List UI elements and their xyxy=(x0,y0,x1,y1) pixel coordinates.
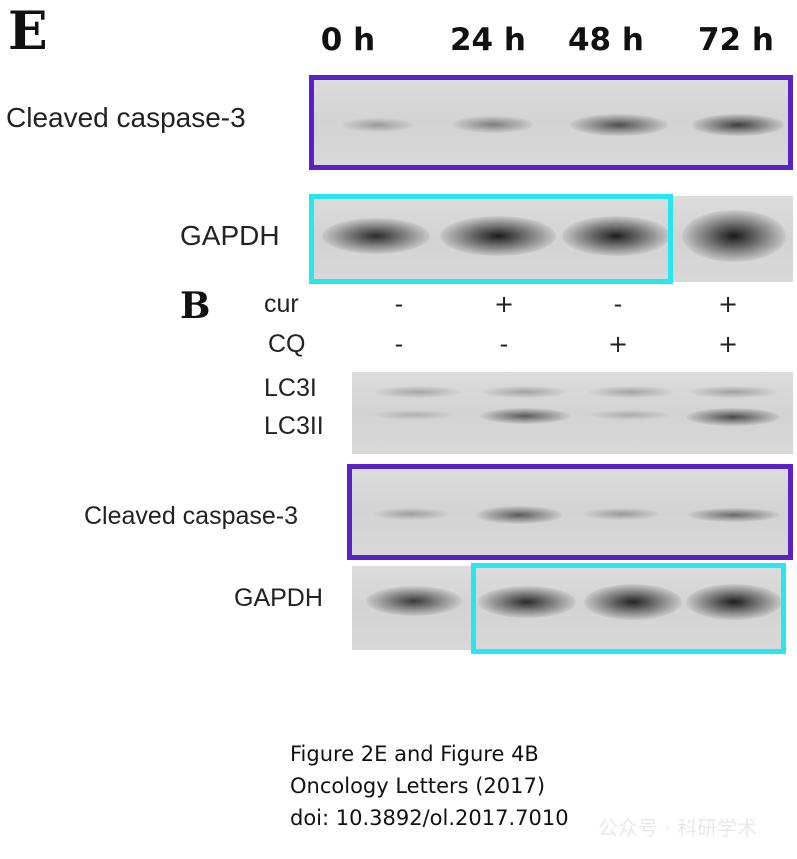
band xyxy=(366,586,462,616)
band xyxy=(692,114,784,136)
cur-sign-lane-2: + xyxy=(493,290,515,318)
cq-sign-lane-2: - xyxy=(499,330,509,358)
band xyxy=(570,114,668,136)
band xyxy=(322,218,430,254)
lane-label-0h: 0 h xyxy=(320,22,376,58)
row-label-gapdh-b: GAPDH xyxy=(234,584,323,612)
highlight-box-cyan-b xyxy=(471,563,786,654)
highlight-box-cyan xyxy=(309,194,673,284)
row-label-cleaved-caspase-3: Cleaved caspase-3 xyxy=(6,102,246,133)
blot-e-caspase xyxy=(312,78,790,166)
blot-b-caspase xyxy=(352,468,790,556)
band xyxy=(440,216,556,256)
band xyxy=(482,386,568,398)
cq-sign-lane-1: - xyxy=(394,330,404,358)
band xyxy=(374,508,448,520)
caption-line-3: doi: 10.3892/ol.2017.7010 xyxy=(290,806,569,830)
cq-sign-lane-3: + xyxy=(607,330,629,358)
caption: Figure 2E and Figure 4B Oncology Letters… xyxy=(290,738,569,834)
blot-e-gapdh xyxy=(312,196,793,282)
cur-sign-lane-3: - xyxy=(613,290,623,318)
band xyxy=(342,118,414,132)
band xyxy=(374,386,462,398)
lane-label-48h: 48 h xyxy=(567,22,644,58)
row-label-cur: cur xyxy=(264,290,299,318)
band xyxy=(584,508,660,520)
watermark: 公众号 · 科研学术 xyxy=(598,816,758,840)
band xyxy=(590,410,670,420)
band xyxy=(374,410,454,420)
highlight-box-purple xyxy=(309,75,793,170)
band xyxy=(480,408,570,424)
row-label-lc3i: LC3I xyxy=(264,374,317,402)
cur-sign-lane-1: - xyxy=(394,290,404,318)
band xyxy=(452,116,534,133)
lane-label-24h: 24 h xyxy=(449,22,526,58)
panel-e-letter: E xyxy=(8,1,48,62)
band xyxy=(584,584,682,620)
caption-line-1: Figure 2E and Figure 4B xyxy=(290,742,539,766)
band xyxy=(686,408,780,426)
band xyxy=(476,506,562,524)
band xyxy=(688,386,778,398)
row-label-cq: CQ xyxy=(268,330,306,358)
lane-label-72h: 72 h xyxy=(697,22,774,58)
band xyxy=(682,210,786,262)
cq-sign-lane-4: + xyxy=(717,330,739,358)
cur-sign-lane-4: + xyxy=(717,290,739,318)
blot-b-gapdh xyxy=(352,566,784,650)
panel-b-letter: B xyxy=(180,285,211,327)
band xyxy=(686,584,782,620)
band xyxy=(562,216,670,256)
band xyxy=(478,586,576,618)
blot-b-lc3 xyxy=(352,372,793,454)
caption-line-2: Oncology Letters (2017) xyxy=(290,774,546,798)
highlight-box-purple-b xyxy=(347,464,793,560)
band xyxy=(688,508,780,522)
row-label-cleaved-caspase-3-b: Cleaved caspase-3 xyxy=(84,502,299,530)
row-label-gapdh: GAPDH xyxy=(180,220,280,251)
row-label-lc3ii: LC3II xyxy=(264,412,324,440)
band xyxy=(588,386,674,398)
